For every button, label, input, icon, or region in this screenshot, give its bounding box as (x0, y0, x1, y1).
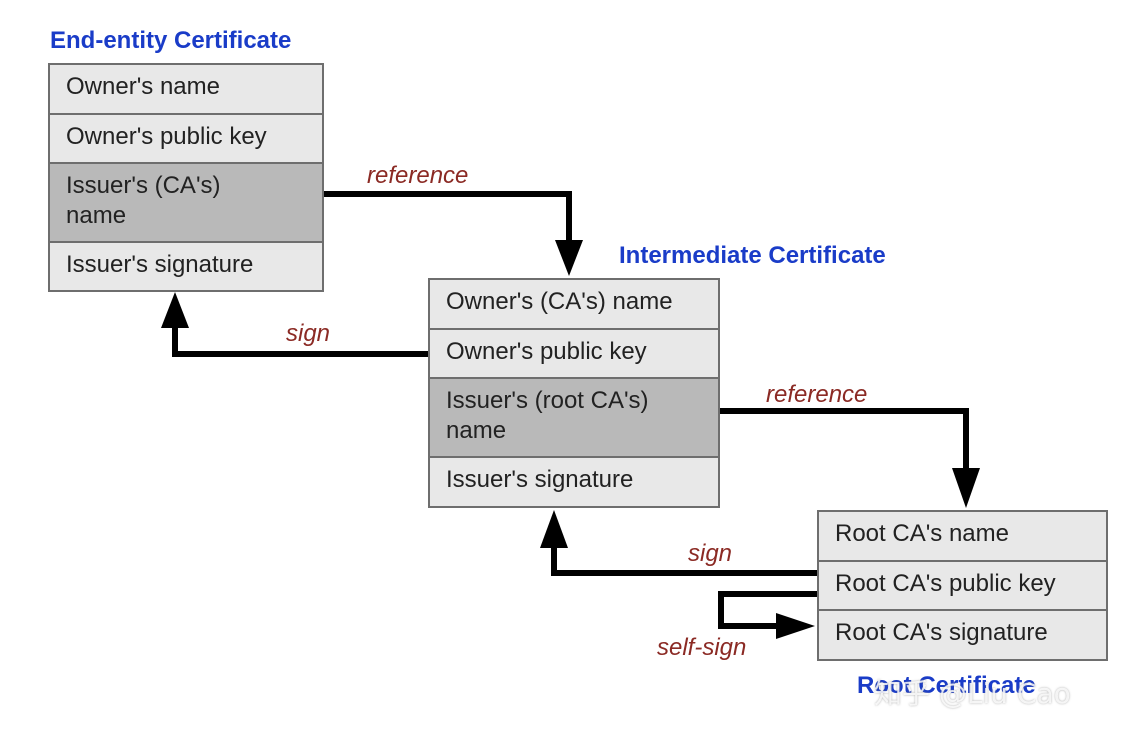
intermediate-certificate-title: Intermediate Certificate (619, 242, 886, 269)
sign-arrow-1 (161, 292, 428, 357)
sign-label-1: sign (286, 320, 331, 347)
sign-arrow-2 (540, 510, 817, 576)
reference-arrow-2 (720, 408, 980, 508)
end-entity-issuer-name-field: Issuer's (CA's) name (50, 164, 322, 243)
sign-label-2: sign (688, 540, 733, 567)
watermark: 知乎 @Liu Cao (874, 677, 1071, 710)
root-ca-public-key-field: Root CA's public key (819, 562, 1106, 611)
end-entity-certificate: Owner's name Owner's public key Issuer's… (48, 63, 324, 292)
intermediate-issuer-name-field: Issuer's (root CA's) name (430, 379, 718, 458)
root-ca-signature-field: Root CA's signature (819, 611, 1106, 659)
end-entity-certificate-title: End-entity Certificate (50, 27, 292, 54)
intermediate-owner-public-key-field: Owner's public key (430, 330, 718, 379)
root-certificate-title: Root Certificate (857, 672, 1036, 699)
end-entity-owner-public-key-field: Owner's public key (50, 115, 322, 164)
end-entity-owner-name-field: Owner's name (50, 65, 322, 115)
intermediate-certificate: Owner's (CA's) name Owner's public key I… (428, 278, 720, 508)
self-sign-arrow (718, 591, 817, 639)
reference-arrow-1 (324, 191, 583, 276)
root-ca-name-field: Root CA's name (819, 512, 1106, 562)
self-sign-label: self-sign (657, 634, 747, 661)
root-certificate: Root CA's name Root CA's public key Root… (817, 510, 1108, 661)
reference-label-2: reference (766, 381, 868, 408)
intermediate-issuer-signature-field: Issuer's signature (430, 458, 718, 506)
intermediate-owner-name-field: Owner's (CA's) name (430, 280, 718, 330)
end-entity-issuer-signature-field: Issuer's signature (50, 243, 322, 290)
reference-label-1: reference (367, 162, 469, 189)
